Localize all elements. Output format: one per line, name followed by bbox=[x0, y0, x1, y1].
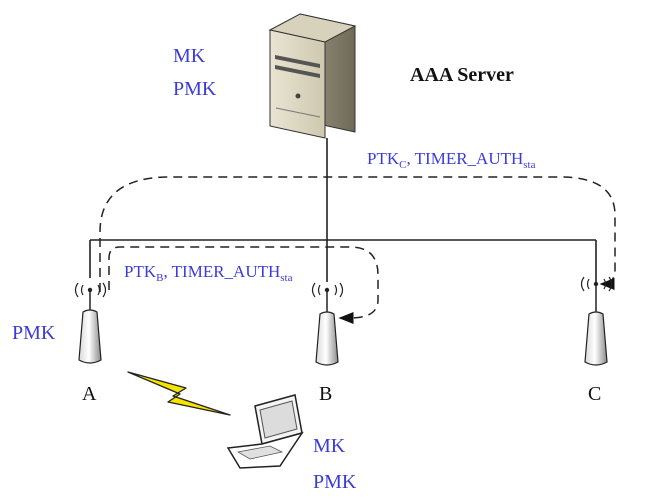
access-point-a-icon bbox=[74, 282, 107, 364]
access-point-c-label: C bbox=[588, 383, 601, 405]
access-point-b-icon bbox=[311, 282, 344, 366]
server-icon bbox=[268, 13, 357, 139]
laptop-icon bbox=[226, 394, 304, 469]
server-title: AAA Server bbox=[410, 64, 514, 86]
message-label-to-b: PTKB, TIMER_AUTHsta bbox=[124, 262, 293, 284]
message-path-to-b bbox=[108, 246, 379, 324]
station-key-pmk: PMK bbox=[313, 471, 357, 493]
station-key-mk: MK bbox=[313, 435, 346, 457]
wireless-link-lightning-icon bbox=[127, 371, 231, 416]
access-point-a-key-pmk: PMK bbox=[12, 322, 56, 344]
message-path-to-c bbox=[99, 176, 616, 292]
message-label-to-c: PTKC, TIMER_AUTHsta bbox=[367, 149, 536, 171]
access-point-b-label: B bbox=[319, 383, 332, 405]
server-key-mk: MK bbox=[173, 45, 206, 67]
server-key-pmk: PMK bbox=[173, 78, 217, 100]
access-point-c-icon bbox=[580, 276, 613, 366]
access-point-a-label: A bbox=[82, 383, 97, 405]
